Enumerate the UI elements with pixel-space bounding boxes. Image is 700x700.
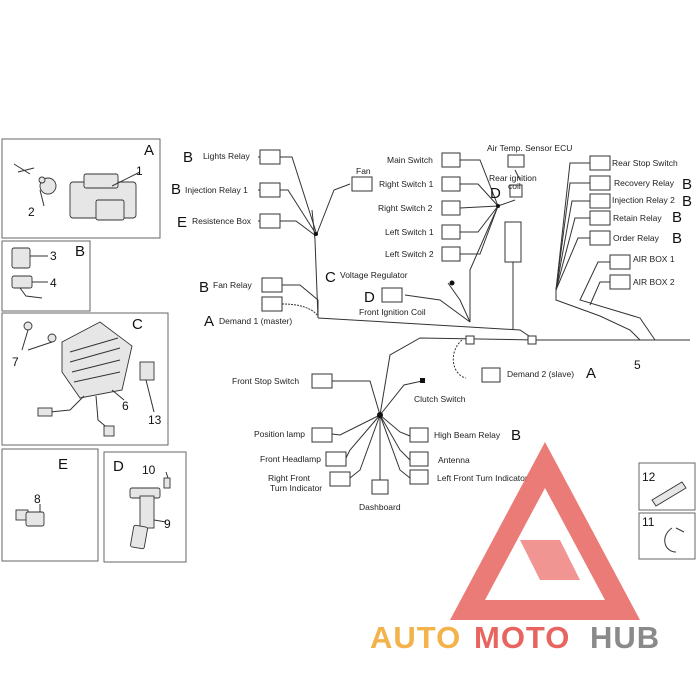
part-number-11: 11 [642,515,655,529]
label-demand-1: Demand 1 (master) [219,316,292,326]
part-number-10: 10 [142,463,156,477]
label-right-switch-1: Right Switch 1 [379,179,434,189]
letter-b-recovery: B [682,176,692,193]
label-voltage-regulator: Voltage Regulator [340,270,408,280]
part-number-4: 4 [50,276,57,290]
relay-part [11,247,43,299]
watermark-text-moto: MOTO [474,620,570,655]
panel-e-letter: E [58,456,68,473]
sensor-part [15,509,45,527]
letter-b-high-beam: B [511,427,521,444]
label-antenna: Antenna [438,455,470,465]
label-air-temp-sensor: Air Temp. Sensor ECU [487,143,572,153]
panel-e [1,448,99,562]
label-air-box-2: AIR BOX 2 [633,277,675,287]
label-right-front-turn-1: Right Front [268,473,311,483]
label-recovery-relay: Recovery Relay [614,178,675,188]
label-left-switch-2: Left Switch 2 [385,249,434,259]
letter-b-fan-relay: B [199,279,209,296]
part-number-13: 13 [148,413,162,427]
part-number-2: 2 [28,205,35,219]
letter-a-demand2: A [586,365,596,382]
part-number-6: 6 [122,399,129,413]
key-lock-part [13,163,137,221]
letter-d-front-coil: D [364,289,375,306]
letter-b-injection2: B [682,193,692,210]
label-dashboard: Dashboard [359,502,401,512]
label-left-switch-1: Left Switch 1 [385,227,434,237]
letter-a-demand1: A [204,313,214,330]
label-injection-relay-1: Injection Relay 1 [185,185,248,195]
label-rear-ignition-coil-2: coil [508,181,521,191]
label-fan: Fan [356,166,371,176]
label-air-box-1: AIR BOX 1 [633,254,675,264]
label-lights-relay: Lights Relay [203,151,251,161]
part-number-12: 12 [642,470,656,484]
label-high-beam-relay: High Beam Relay [434,430,501,440]
label-injection-relay-2: Injection Relay 2 [612,195,675,205]
letter-e-resistence: E [177,214,187,231]
voltage-regulator-part [23,321,155,437]
label-front-stop-switch: Front Stop Switch [232,376,299,386]
label-clutch-switch: Clutch Switch [414,394,466,404]
part-number-3: 3 [50,249,57,263]
watermark-logo [450,442,640,620]
ignition-coil-part [129,477,171,550]
label-resistence-box: Resistence Box [192,216,252,226]
panel-12 [638,462,696,511]
label-main-switch: Main Switch [387,155,433,165]
part-number-5: 5 [634,358,641,372]
part-number-9: 9 [164,517,171,531]
clip-part [664,527,685,553]
watermark-text-hub: HUB [590,620,660,655]
label-retain-relay: Retain Relay [613,213,662,223]
panel-c-letter: C [132,316,143,333]
part-number-7: 7 [12,355,19,369]
panel-11 [638,512,696,560]
letter-b-injection1: B [171,181,181,198]
label-position-lamp: Position lamp [254,429,305,439]
letter-b-retain: B [672,209,682,226]
watermark-text-auto: AUTO [370,620,461,655]
letter-d-rear-coil: D [490,185,501,202]
part-number-1: 1 [136,164,143,178]
label-front-headlamp: Front Headlamp [260,454,321,464]
label-order-relay: Order Relay [613,233,660,243]
label-left-front-turn: Left Front Turn Indicator [437,473,528,483]
label-fan-relay: Fan Relay [213,280,252,290]
letter-c-regulator: C [325,269,336,286]
panel-d-letter: D [113,458,124,475]
part-number-8: 8 [34,492,41,506]
connector-boxes [259,149,631,495]
cable-tie-part [651,481,687,507]
label-right-front-turn-2: Turn Indicator [270,483,322,493]
panel-b-letter: B [75,243,85,260]
harness-wires [258,156,690,480]
letter-b-lights: B [183,149,193,166]
label-front-ignition-coil: Front Ignition Coil [359,307,426,317]
label-rear-ignition-coil-1: Rear ignition [489,173,537,183]
label-rear-stop-switch: Rear Stop Switch [612,158,678,168]
label-demand-2: Demand 2 (slave) [507,369,574,379]
panel-a-letter: A [144,142,154,159]
label-right-switch-2: Right Switch 2 [378,203,433,213]
letter-b-order: B [672,230,682,247]
